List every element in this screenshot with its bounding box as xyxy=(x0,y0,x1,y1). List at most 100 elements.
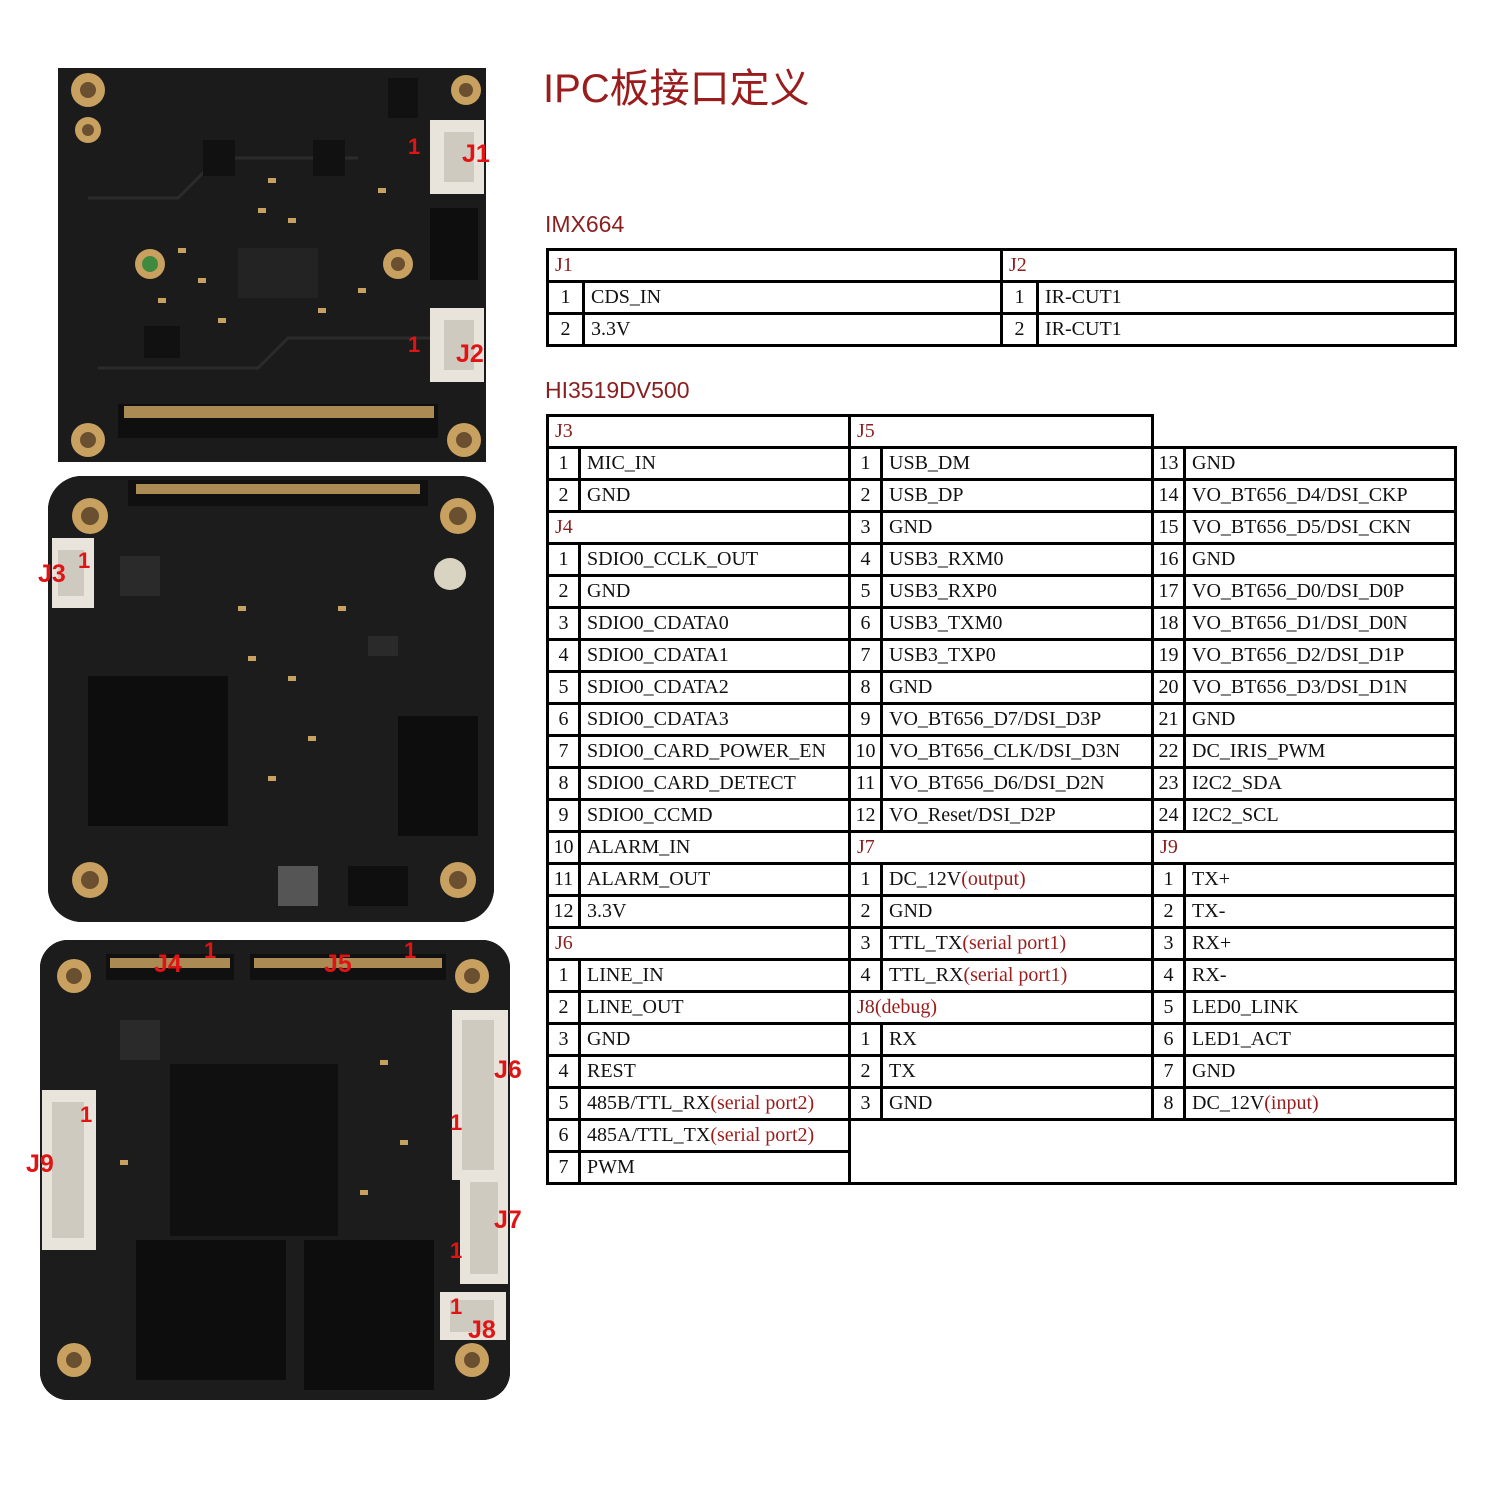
pin-name-cell: SDIO0_CARD_POWER_EN xyxy=(577,734,852,769)
pin-number: 5 xyxy=(1151,990,1187,1025)
pin-note: (input) xyxy=(1264,1092,1319,1114)
pin-name: GND xyxy=(889,516,933,538)
pin-note: (serial port2) xyxy=(710,1092,815,1114)
connector-label: J9 xyxy=(1160,836,1178,858)
j1-marker: J1 xyxy=(462,140,490,168)
pin-number: 12 xyxy=(546,894,581,929)
pin-name-cell: USB_DM xyxy=(880,446,1155,481)
j7-header: J7 xyxy=(848,830,1155,865)
pin-name: LED1_ACT xyxy=(1192,1028,1291,1050)
pin-name-cell: LED0_LINK xyxy=(1183,990,1458,1025)
pin-number: 4 xyxy=(848,542,884,577)
pin-number: 2 xyxy=(546,574,581,609)
pin-name: USB3_RXM0 xyxy=(889,548,1004,570)
pin-name: SDIO0_CDATA2 xyxy=(587,676,729,698)
pin-name: MIC_IN xyxy=(587,452,656,474)
pin-number: 7 xyxy=(848,638,884,673)
pin-name: DC_12V xyxy=(1192,1092,1265,1114)
pin-number: 8 xyxy=(1151,1086,1187,1121)
pin-name-cell: USB3_TXP0 xyxy=(880,638,1155,673)
pin-name: LED0_LINK xyxy=(1192,996,1299,1018)
j3-pin1-marker: 1 xyxy=(78,548,91,573)
pin-name-cell: RX xyxy=(880,1022,1155,1057)
pin-name-cell: PWM xyxy=(577,1150,852,1185)
imx664-pin-table: J1 J2 1 CDS_IN 1 IR-CUT1 2 3.3V 2 IR-CUT… xyxy=(545,248,1458,347)
j1-pin1-marker: 1 xyxy=(408,134,421,159)
j6-marker: J6 xyxy=(494,1056,522,1084)
j4-header: J4 xyxy=(545,510,852,545)
pin-name-cell: I2C2_SDA xyxy=(1183,766,1458,801)
pin-number: 7 xyxy=(546,1150,581,1185)
connector-label: J7 xyxy=(857,836,875,858)
pin-number: 10 xyxy=(848,734,884,769)
pin-name-cell: DC_IRIS_PWM xyxy=(1183,734,1458,769)
pin-name-cell: SDIO0_CDATA3 xyxy=(577,702,852,737)
j5-header: J5 xyxy=(848,414,1155,449)
table-row: 2 3.3V 2 IR-CUT1 xyxy=(546,312,1458,347)
pin-name-cell: GND xyxy=(880,510,1155,545)
pin-name-cell: GND xyxy=(577,1022,852,1057)
pin-name-cell: SDIO0_CDATA1 xyxy=(577,638,852,673)
pin-name: VO_BT656_CLK/DSI_D3N xyxy=(889,740,1121,762)
pin-number: 3 xyxy=(546,1022,581,1057)
pin-name: I2C2_SDA xyxy=(1192,772,1283,794)
table-row: J1 J2 xyxy=(545,248,1458,283)
hi3519-section-title: HI3519DV500 xyxy=(545,377,690,403)
pin-number: 5 xyxy=(848,574,884,609)
pin-name-cell: ALARM_OUT xyxy=(577,862,852,897)
pin-name: I2C2_SCL xyxy=(1192,804,1279,826)
j4-marker: J4 xyxy=(154,950,182,978)
pin-name-cell: GND xyxy=(577,478,852,513)
empty-cell xyxy=(848,1118,1458,1185)
pin-number: 3 xyxy=(546,606,581,641)
pin-name: USB3_TXP0 xyxy=(889,644,996,666)
pin-name: SDIO0_CARD_DETECT xyxy=(587,772,796,794)
pin-name-cell: VO_BT656_D0/DSI_D0P xyxy=(1183,574,1458,609)
pin-name: SDIO0_CDATA1 xyxy=(587,644,729,666)
j2-header: J2 xyxy=(1000,248,1458,283)
pin-name: TX xyxy=(889,1060,916,1082)
pin-name-cell: TTL_RX(serial port1) xyxy=(880,958,1155,993)
pin-name: SDIO0_CCLK_OUT xyxy=(587,548,759,570)
pin-name-cell: 3.3V xyxy=(577,894,852,929)
pin-name: GND xyxy=(587,580,631,602)
pin-number: 2 xyxy=(546,990,581,1025)
pin-note: (serial port1) xyxy=(962,932,1067,954)
pin-name: VO_Reset/DSI_D2P xyxy=(889,804,1056,826)
pin-name-cell: VO_BT656_D2/DSI_D1P xyxy=(1183,638,1458,673)
j9-pin1-marker: 1 xyxy=(80,1102,93,1127)
pin-number: 6 xyxy=(848,606,884,641)
pin-name: VO_BT656_D1/DSI_D0N xyxy=(1192,612,1408,634)
pin-number: 1 xyxy=(546,958,581,993)
pin-number: 22 xyxy=(1151,734,1187,769)
connector-label: J3 xyxy=(555,420,573,442)
pin-number: 15 xyxy=(1151,510,1187,545)
pin-name-cell: ALARM_IN xyxy=(577,830,852,865)
pin-number: 4 xyxy=(546,638,581,673)
pin-number: 3 xyxy=(848,926,884,961)
pin-name-cell: SDIO0_CCMD xyxy=(577,798,852,833)
pin-number: 2 xyxy=(848,478,884,513)
pin-number: 2 xyxy=(848,1054,884,1089)
pin-name-cell: MIC_IN xyxy=(577,446,852,481)
j6-pin1-marker: 1 xyxy=(450,1110,463,1135)
pin-number: 4 xyxy=(848,958,884,993)
j8-header: J8(debug) xyxy=(848,990,1155,1025)
pin-name: USB3_RXP0 xyxy=(889,580,997,602)
page-title: IPC板接口定义 xyxy=(543,67,810,111)
pin-name: 485B/TTL_RX xyxy=(587,1092,711,1114)
pin-name-cell: GND xyxy=(880,1086,1155,1121)
pin-name: USB_DP xyxy=(889,484,964,506)
pin-name: GND xyxy=(889,676,933,698)
pin-name-cell: VO_BT656_D4/DSI_CKP xyxy=(1183,478,1458,513)
pin-name-cell: VO_BT656_CLK/DSI_D3N xyxy=(880,734,1155,769)
pin-name: LINE_IN xyxy=(587,964,664,986)
pin-number: 1 xyxy=(1000,280,1040,315)
pin-name: RX xyxy=(889,1028,917,1050)
pin-note: (output) xyxy=(961,868,1026,890)
